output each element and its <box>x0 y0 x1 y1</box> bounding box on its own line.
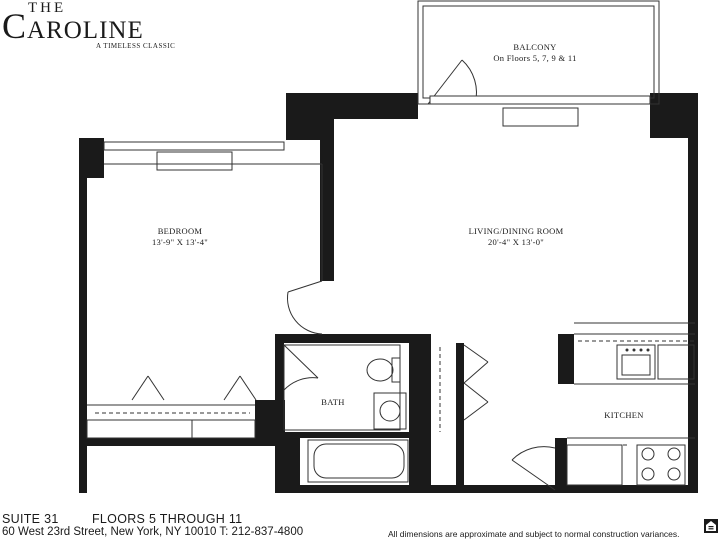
wall-kitchen-left <box>558 334 574 384</box>
closet-door-right-b <box>239 375 257 401</box>
bath-door-leaf <box>283 344 319 379</box>
hall-closet-door-b <box>463 361 489 384</box>
living-name: LIVING/DINING ROOM <box>468 226 564 236</box>
wall-bath-lower <box>284 432 409 438</box>
hall-closet-door-c <box>463 382 489 403</box>
sink-bowl <box>379 400 401 422</box>
bathtub <box>307 439 409 483</box>
tap-3 <box>639 348 643 352</box>
tap-1 <box>625 348 629 352</box>
wall-bottom-left <box>275 432 300 493</box>
equal-housing-opportunity-icon <box>704 519 718 533</box>
tap-4 <box>646 348 650 352</box>
closet-door-right-a <box>223 375 241 401</box>
burner-1 <box>641 447 655 461</box>
burner-3 <box>641 467 655 481</box>
bath-name: BATH <box>321 397 345 407</box>
kitchen-name: KITCHEN <box>604 410 644 420</box>
refrigerator <box>566 444 623 486</box>
bath-label: BATH <box>313 397 353 408</box>
wall-living-top-left-upper <box>286 93 418 119</box>
wall-bottom <box>275 485 698 493</box>
kitchen-label: KITCHEN <box>592 410 656 421</box>
tap-2 <box>632 348 636 352</box>
walls <box>79 93 698 493</box>
living-window <box>429 95 651 105</box>
wall-bedroom-bottom <box>79 438 279 446</box>
wall-bath-right <box>409 334 431 493</box>
interior-lines <box>86 163 695 491</box>
closet-door-left-b <box>147 375 165 401</box>
wall-bedroom-left <box>79 138 87 493</box>
address: 60 West 23rd Street, New York, NY 10010 … <box>2 526 304 538</box>
wall-bath-top <box>275 334 430 343</box>
closet-door-left-a <box>131 375 149 401</box>
entry-door-swing <box>511 446 556 461</box>
bedroom-label: BEDROOM 13'-9" X 13'-4" <box>110 226 250 248</box>
bedroom-window <box>103 141 285 151</box>
bathtub-inner <box>313 443 405 479</box>
brand-logo: Caroline <box>2 6 144 46</box>
sink-counter <box>373 392 407 430</box>
bedroom-name: BEDROOM <box>157 226 203 236</box>
kitchen-sink-basin <box>621 354 651 376</box>
burner-4 <box>667 467 681 481</box>
closet-base-right <box>191 419 256 439</box>
balcony-label: BALCONY On Floors 5, 7, 9 & 11 <box>480 42 590 64</box>
toilet-tank <box>391 357 401 383</box>
wall-bath-left <box>275 334 284 434</box>
wall-closet-right <box>456 343 464 485</box>
bedroom-dims: 13'-9" X 13'-4" <box>151 237 209 247</box>
floor-range: FLOORS 5 THROUGH 11 <box>92 512 243 526</box>
living-dims: 20'-4" X 13'-0" <box>487 237 545 247</box>
sink-taps <box>625 348 650 352</box>
balcony-name: BALCONY <box>513 42 557 52</box>
burner-2 <box>667 447 681 461</box>
brand-tagline: A TIMELESS CLASSIC <box>96 42 176 50</box>
wall-living-right <box>688 93 698 493</box>
living-label: LIVING/DINING ROOM 20'-4" X 13'-0" <box>446 226 586 248</box>
entry-door-leaf <box>511 459 556 491</box>
balcony-note: On Floors 5, 7, 9 & 11 <box>493 53 577 63</box>
wall-living-left <box>320 93 334 281</box>
brand-the: THE <box>28 0 67 16</box>
dishwasher <box>657 344 695 380</box>
bath-partition <box>283 344 401 431</box>
kitchen-sink <box>616 344 656 380</box>
bedroom-window-sill <box>156 151 233 171</box>
hall-closet-door-d <box>463 401 489 421</box>
toilet <box>366 358 394 382</box>
bath-door-swing <box>283 377 319 391</box>
hall-closet-door-a <box>463 344 489 363</box>
disclaimer: All dimensions are approximate and subje… <box>388 529 680 539</box>
windows <box>103 95 651 171</box>
suite-number: SUITE 31 <box>2 512 59 526</box>
living-window-sill <box>502 107 579 127</box>
stove <box>636 444 686 486</box>
bedroom-door-swing <box>287 291 323 335</box>
wall-kitchen-lower <box>555 438 567 493</box>
closet-base-left <box>86 419 193 439</box>
bedroom-door-leaf <box>287 280 323 293</box>
